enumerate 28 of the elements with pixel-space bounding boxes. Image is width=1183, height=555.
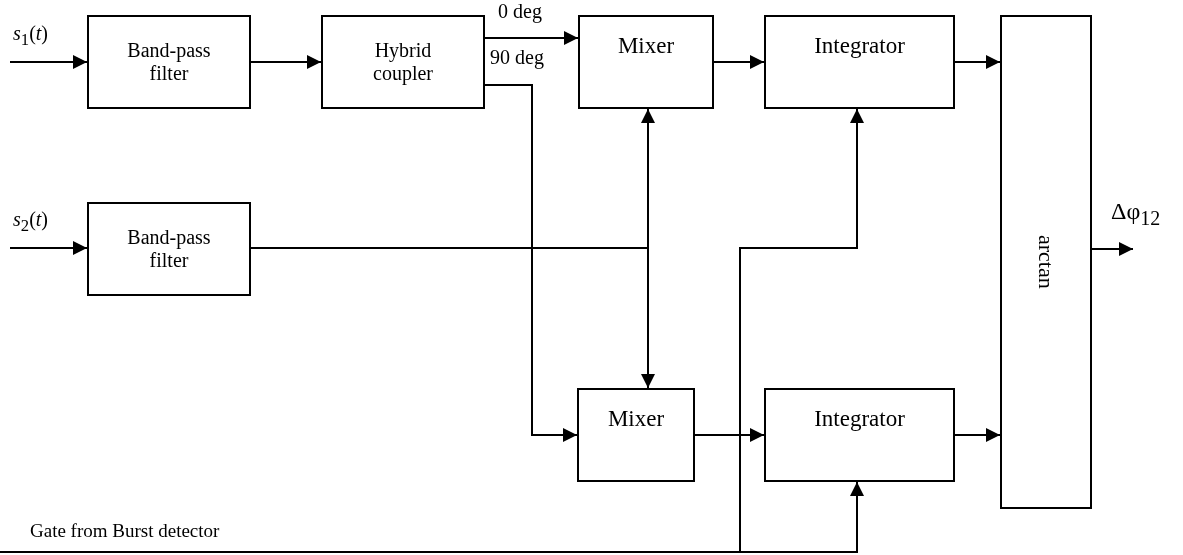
arrow	[0, 481, 864, 553]
block-label: Mixer	[617, 33, 675, 60]
integrator-box	[764, 388, 955, 482]
filter-box	[87, 202, 251, 296]
mixer-box	[578, 15, 714, 109]
arrow	[250, 55, 322, 69]
block-label: Integrator	[814, 33, 905, 60]
arrow	[713, 55, 765, 69]
arrow	[954, 428, 1001, 442]
block-label: Band-pass filter	[126, 39, 212, 85]
arrow	[954, 55, 1001, 69]
arrow	[484, 84, 578, 442]
integrator-box	[764, 15, 955, 109]
block-label: Hybrid coupler	[372, 39, 434, 85]
arrow	[694, 428, 765, 442]
filter-box	[87, 15, 251, 109]
block-label: Integrator	[814, 406, 905, 433]
coupler-box	[321, 15, 485, 109]
arrow	[9, 241, 88, 255]
arrow	[1091, 242, 1134, 256]
mixer-box	[577, 388, 695, 482]
arrow	[484, 31, 579, 45]
block-label: Mixer	[607, 406, 665, 433]
block-label: arctan	[1033, 235, 1059, 289]
arctan-box	[1000, 15, 1092, 509]
signal-label: Gate from Burst detector	[30, 520, 220, 542]
block-label: Band-pass filter	[126, 226, 212, 272]
arrow	[9, 55, 88, 69]
